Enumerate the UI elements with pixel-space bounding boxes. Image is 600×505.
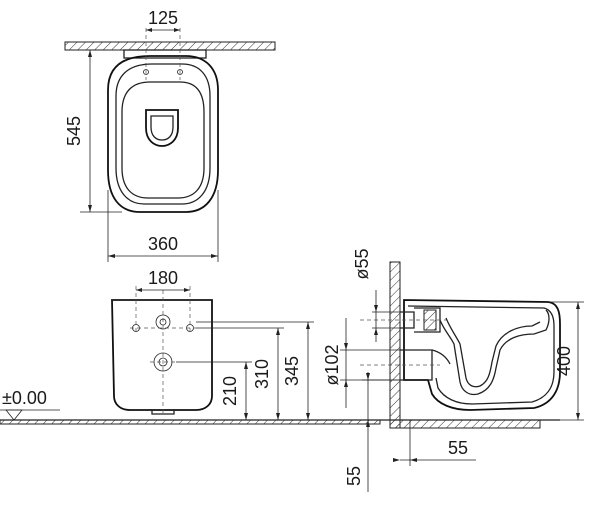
front-view-body — [111, 299, 213, 411]
fixing-hole-left — [143, 69, 149, 75]
dim-210: 210 — [220, 376, 240, 406]
dim-180: 180 — [148, 268, 178, 288]
dim-310: 310 — [252, 359, 272, 389]
dim-55-horizontal: 55 — [448, 438, 468, 458]
dim-545: 545 — [64, 116, 84, 146]
front-view: 180 210 310 345 ±0.00 — [0, 268, 390, 425]
side-view: ø55 ø102 400 55 55 — [322, 248, 584, 492]
side-view-floor — [389, 419, 541, 429]
dim-125: 125 — [148, 8, 178, 28]
floor-level-icon — [5, 409, 23, 421]
dim-o102: ø102 — [322, 344, 342, 385]
floor-level-label: ±0.00 — [2, 388, 47, 408]
top-view-bowl-outline — [107, 55, 219, 213]
dim-360: 360 — [148, 234, 178, 254]
dim-o55: ø55 — [352, 248, 372, 279]
fixing-hole-right — [177, 69, 183, 75]
top-view-wall — [64, 41, 276, 51]
dim-345: 345 — [282, 356, 302, 386]
side-view-bowl-section — [403, 299, 561, 411]
top-view: 125 545 360 — [64, 8, 276, 262]
dim-400: 400 — [554, 346, 574, 376]
dim-55-vertical: 55 — [344, 466, 364, 486]
side-view-wall — [389, 261, 401, 429]
